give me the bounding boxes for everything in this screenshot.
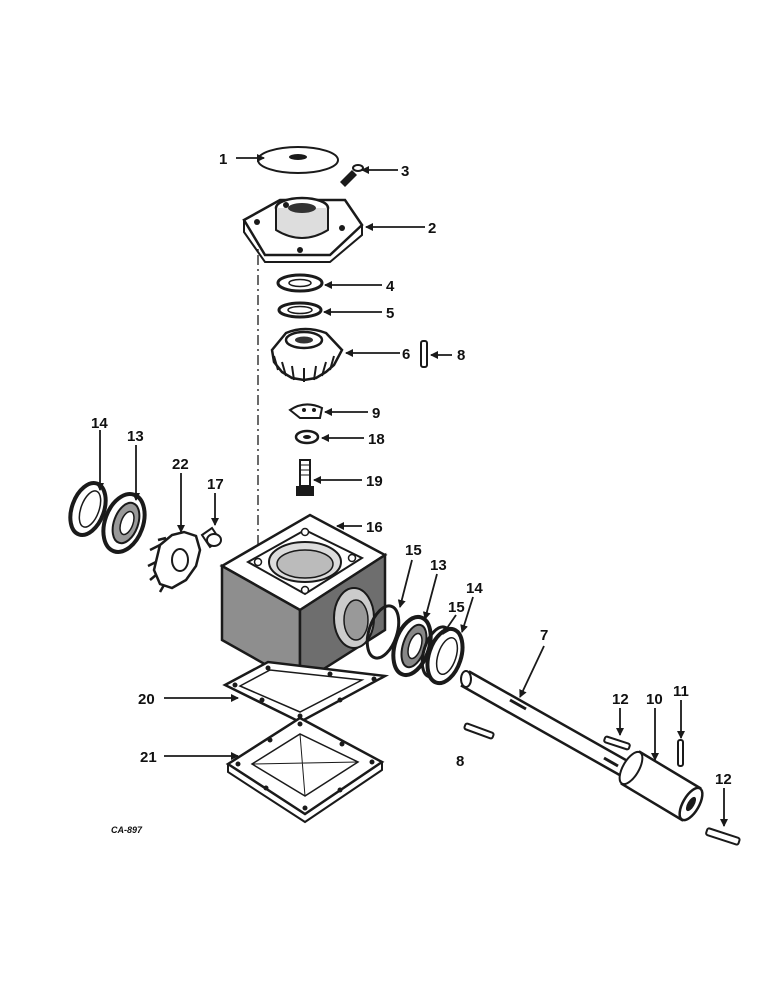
part-shaft bbox=[460, 670, 642, 784]
part-lock-plate bbox=[288, 403, 324, 419]
part-bolt bbox=[296, 459, 314, 496]
callout-18: 18 bbox=[368, 431, 385, 448]
part-gasket bbox=[222, 660, 390, 724]
callout-11: 11 bbox=[673, 683, 689, 700]
part-gearbox-housing bbox=[219, 513, 388, 687]
callout-7: 7 bbox=[540, 627, 548, 644]
callout-21: 21 bbox=[140, 749, 157, 766]
callout-13-left: 13 bbox=[127, 428, 144, 445]
callout-5: 5 bbox=[386, 305, 394, 322]
part-seal-right bbox=[425, 626, 465, 686]
part-pinion-gear bbox=[147, 530, 202, 593]
callout-10: 10 bbox=[646, 691, 663, 708]
callout-6: 6 bbox=[402, 346, 410, 363]
callout-4: 4 bbox=[386, 278, 395, 295]
part-bearing-left bbox=[101, 492, 147, 554]
callout-15-b: 15 bbox=[448, 599, 465, 616]
callout-22: 22 bbox=[172, 456, 189, 473]
part-cover-plate bbox=[225, 716, 385, 824]
part-key-12-upper bbox=[603, 735, 631, 751]
callout-12-upper: 12 bbox=[612, 691, 629, 708]
part-washer-4 bbox=[276, 273, 324, 293]
part-bearing-flange bbox=[242, 196, 364, 263]
callout-13-right: 13 bbox=[430, 557, 447, 574]
callout-19: 19 bbox=[366, 473, 383, 490]
callout-1: 1 bbox=[219, 151, 227, 168]
part-bearing-right bbox=[391, 614, 433, 678]
callout-3: 3 bbox=[401, 163, 409, 180]
part-washer-5 bbox=[277, 301, 323, 319]
part-key-12-lower bbox=[705, 827, 741, 846]
callout-16: 16 bbox=[366, 519, 383, 536]
part-plug bbox=[200, 526, 222, 549]
callout-12-lower: 12 bbox=[715, 771, 732, 788]
leader-lines bbox=[96, 154, 728, 827]
drawing-code: CA-897 bbox=[111, 825, 143, 835]
callout-8-upper: 8 bbox=[457, 347, 465, 364]
part-cap-disc bbox=[257, 146, 339, 174]
callout-9: 9 bbox=[372, 405, 380, 422]
part-key-lower bbox=[463, 722, 495, 740]
part-pin bbox=[677, 739, 684, 767]
callout-2: 2 bbox=[428, 220, 436, 237]
callout-15-a: 15 bbox=[405, 542, 422, 559]
part-lock-washer bbox=[294, 429, 320, 445]
part-coupler-tube bbox=[618, 750, 704, 822]
callout-labels: 1 3 2 4 5 6 8 9 18 19 14 13 22 17 16 15 … bbox=[91, 151, 732, 835]
part-bevel-gear bbox=[270, 327, 344, 382]
callout-17: 17 bbox=[207, 476, 224, 493]
part-grease-fitting bbox=[340, 164, 364, 187]
callout-14-right: 14 bbox=[466, 580, 483, 597]
callout-20: 20 bbox=[138, 691, 155, 708]
callout-14-left: 14 bbox=[91, 415, 108, 432]
part-key-upper bbox=[420, 340, 428, 368]
callout-8-lower: 8 bbox=[456, 753, 464, 770]
